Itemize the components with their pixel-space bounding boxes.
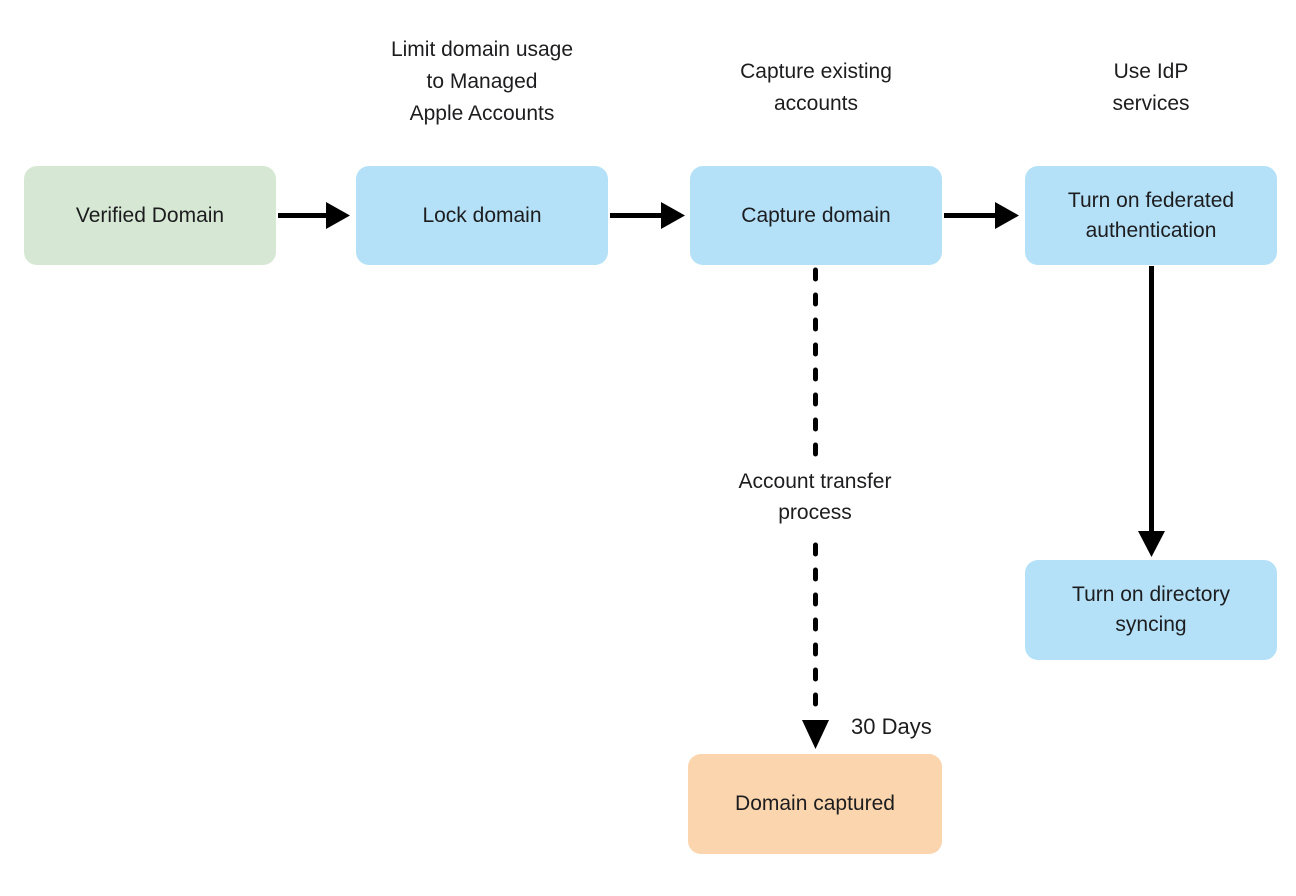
annotation-limit-domain-usage: Limit domain usage to Managed Apple Acco… [327, 34, 637, 130]
annotation-line: to Managed [426, 70, 538, 93]
node-turn-on-federated-authentication: Turn on federated authentication [1025, 166, 1277, 265]
node-label: Turn on federated authentication [1067, 188, 1235, 242]
node-label: Lock domain [422, 203, 542, 227]
node-label: Turn on directory syncing [1072, 583, 1230, 636]
edge-label-line: Account transfer [738, 470, 892, 493]
node-turn-on-directory-syncing: Turn on directory syncing [1025, 560, 1277, 660]
edge-label-30-days: 30 Days [851, 714, 932, 739]
annotation-line: accounts [773, 92, 859, 115]
annotation-line: Use IdP [1113, 60, 1189, 83]
arrow-capture-to-federated [944, 202, 1019, 229]
node-capture-domain: Capture domain [690, 166, 942, 265]
node-label: Domain captured [735, 792, 895, 815]
annotation-capture-existing-accounts: Capture existing accounts [666, 56, 966, 120]
annotation-line: Apple Accounts [409, 102, 555, 125]
arrow-verified-to-lock [278, 202, 350, 229]
arrow-federated-to-directory [1138, 266, 1165, 557]
edge-label-line: process [778, 501, 852, 524]
annotation-line: services [1112, 92, 1190, 115]
annotation-use-idp-services: Use IdP services [1001, 56, 1296, 120]
annotation-line: Capture existing [740, 60, 892, 83]
arrow-lock-to-capture [610, 202, 685, 229]
annotation-line: Limit domain usage [390, 38, 574, 61]
node-lock-domain: Lock domain [356, 166, 608, 265]
node-domain-captured: Domain captured [688, 754, 942, 854]
node-label: Verified Domain [75, 203, 225, 227]
node-verified-domain: Verified Domain [24, 166, 276, 265]
edge-label-account-transfer-process: Account transfer process [665, 461, 965, 533]
node-label: Capture domain [741, 203, 891, 227]
